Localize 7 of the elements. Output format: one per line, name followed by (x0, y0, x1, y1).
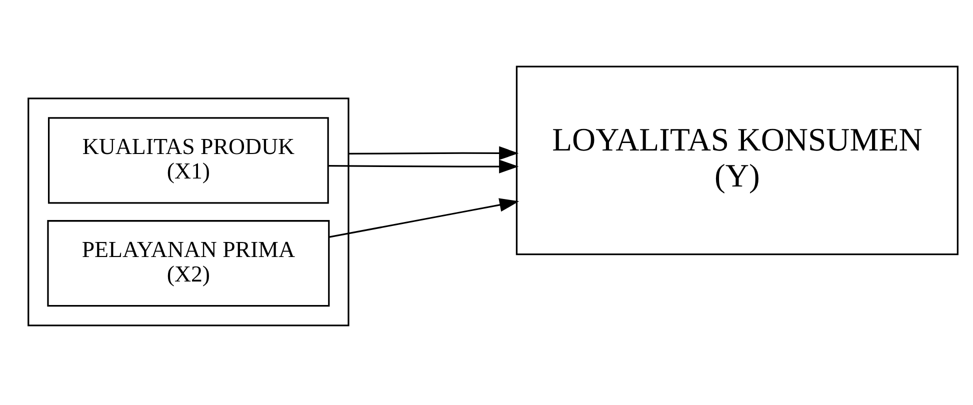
arrow (328, 160, 519, 174)
cluster (28, 98, 350, 326)
node-box: LOYALITAS KONSUMEN (Y) (516, 66, 958, 256)
node-box: PELAYANAN PRIMA (X2) (47, 220, 330, 307)
arrow (328, 198, 520, 238)
arrow (348, 146, 519, 160)
node-box: KUALITAS PRODUK (X1) (48, 117, 329, 204)
